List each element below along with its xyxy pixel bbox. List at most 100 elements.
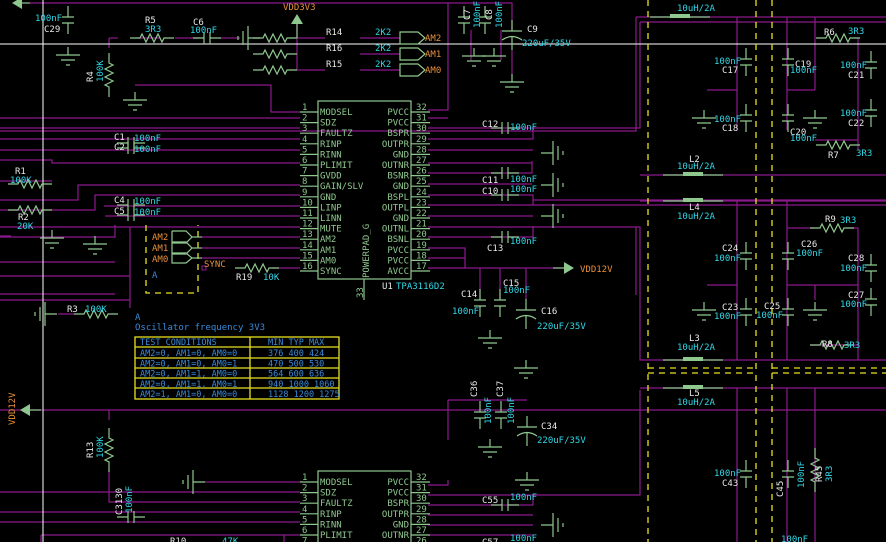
capacitor-c15[interactable] [494,289,506,317]
capacitor-c27[interactable] [865,288,877,316]
ic-pin-number: 1 [302,473,307,483]
ref-c21: C21 [848,71,864,81]
capacitor-c6[interactable] [193,32,221,44]
ic-pin-number: 4 [302,135,307,145]
note-title: Oscillator frequency 3V3 [135,323,265,333]
ic-pin-name: BSNL [387,235,409,245]
resistor-r13[interactable] [103,428,115,472]
ic-pin-number: 7 [302,167,307,177]
ic-u1-body[interactable] [317,100,412,300]
capacitor-c14[interactable] [474,289,486,317]
ref-r5: R5 [145,16,156,26]
note-marker: A [135,313,141,323]
capacitor-c4[interactable] [117,199,145,211]
resistor-r5[interactable] [130,32,174,44]
vdd3v3-port[interactable] [291,14,303,38]
capacitor-c55[interactable] [491,499,519,511]
ref-c9: C9 [527,25,538,35]
capacitor-c26[interactable] [782,242,794,270]
ic-pin-number: 13 [302,230,313,240]
ic-pin-number: 32 [416,103,427,113]
capacitor-c22[interactable] [865,99,877,127]
resistor-r14[interactable] [253,32,297,44]
table-cell: 1128 1200 1275 [268,390,340,400]
capacitor-c13[interactable] [491,231,519,243]
capacitor-c20[interactable] [782,104,794,132]
resistor-r6[interactable] [816,32,860,44]
ground-icon [478,330,502,349]
ic-pin-name: LINN [320,214,342,224]
ic-pin-number: 3 [302,124,307,134]
am-net-ports[interactable] [399,31,426,77]
capacitor-c37[interactable] [495,401,507,429]
value-c6: 100nF [190,26,217,36]
capacitor-c25[interactable] [782,298,794,326]
ref-l3: L3 [689,334,700,344]
vdd12v-right-port[interactable] [553,262,574,274]
capacitor-c2[interactable] [117,142,145,154]
resistor-r15[interactable] [253,64,297,76]
capacitor-c19[interactable] [782,48,794,76]
ic-pin-name: SYNC [320,267,342,277]
ref-c43: C43 [722,479,738,489]
ref-r9: R9 [825,215,836,225]
inductor-l2[interactable] [663,172,723,176]
capacitor-c45[interactable] [782,460,794,488]
value-r6: 3R3 [848,27,864,37]
capacitor-c24[interactable] [740,242,752,270]
ic-pin-name: RINP [320,510,342,520]
oscillator-table [134,336,340,400]
value-r3: 100K [85,305,107,315]
capacitor-c5[interactable] [117,209,145,221]
value-c13: 100nF [510,237,537,247]
capacitor-c10[interactable] [491,189,519,201]
capacitor-c18[interactable] [740,104,752,132]
capacitor-c43[interactable] [740,460,752,488]
resistor-r1[interactable] [8,178,52,190]
value-c10: 100nF [510,185,537,195]
capacitor-c29[interactable] [62,6,74,34]
capacitor-c8[interactable] [479,6,491,34]
ic-pin-name: AM0 [320,256,336,266]
ref-c34: C34 [541,422,557,432]
value-l5: 10uH/2A [677,398,716,408]
inductor-l4[interactable] [663,198,723,202]
electrolytic-capacitor-c9[interactable] [501,20,523,50]
capacitor-c17[interactable] [740,48,752,76]
electrolytic-capacitor-c16[interactable] [515,299,537,329]
vdd12v-right-label: VDD12V [580,265,613,275]
capacitor-c11[interactable] [491,167,519,179]
table-cell: AM2=1, AM1=0, AM0=0 [140,390,237,400]
resistor-r7[interactable] [816,139,860,151]
inductor-l3[interactable] [663,357,723,361]
ic-pin-number: 27 [416,526,427,536]
value-r2: 20K [17,222,34,232]
resistor-r2[interactable] [8,204,52,216]
vdd-top-left-port[interactable] [12,0,30,9]
capacitor-c30[interactable] [117,511,145,523]
ic-u2-body[interactable] [317,470,412,542]
resistor-r19[interactable] [235,262,279,274]
electrolytic-capacitor-c34[interactable] [516,416,538,446]
ic-pin-name: GAIN/SLV [320,182,364,192]
capacitor-c23[interactable] [740,298,752,326]
capacitor-c7[interactable] [458,6,470,34]
inductor-l1[interactable] [650,14,710,18]
resistor-r16[interactable] [253,48,297,60]
resistor-r9[interactable] [810,222,854,234]
capacitor-c28[interactable] [865,254,877,282]
capacitor-c12[interactable] [491,122,519,134]
inductor-l5[interactable] [663,385,723,389]
resistor-r3[interactable] [74,308,118,320]
resistor-r45[interactable] [809,448,821,492]
resistor-r8[interactable] [810,339,854,351]
capacitor-c21[interactable] [865,51,877,79]
capacitor-c36[interactable] [474,401,486,429]
vdd12v-left-port[interactable] [20,404,41,416]
ground-icon [478,439,502,458]
resistor-r4[interactable] [103,53,115,97]
am-sheet-entries[interactable] [171,230,207,271]
ic-pin-name: GND [393,520,409,530]
